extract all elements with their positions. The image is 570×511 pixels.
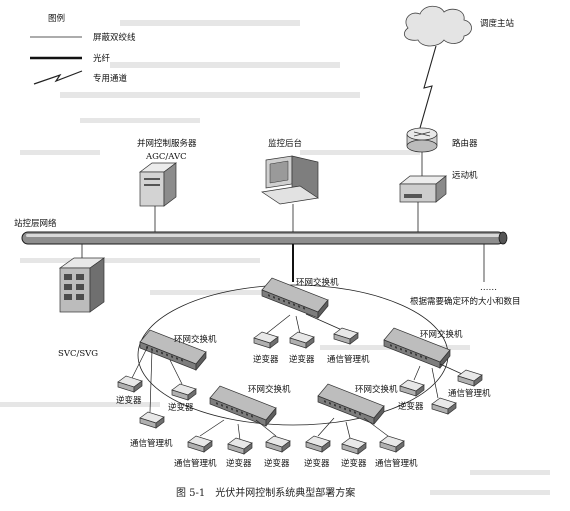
ring-switch-top-label: 环网交换机 [296,277,339,288]
ring-switch-bottom-right-label: 环网交换机 [355,384,398,395]
inverter-icon [341,437,367,455]
legend-title: 图例 [48,13,65,24]
agc-server-label-line1: 并网控制服务器 [137,138,197,149]
monitor-label: 监控后台 [268,138,302,149]
inverter-label: 逆变器 [264,458,290,469]
inverter-icon [265,435,291,453]
comm-manager-label: 通信管理机 [130,438,173,449]
svc-cabinet-icon [58,257,106,313]
inverter-icon [305,435,331,453]
agc-server-label-line2: AGC/AVC [145,152,187,162]
ring-switch-right-label: 环网交换机 [420,329,463,340]
dispatch-station-label: 调度主站 [480,18,515,29]
inverter-label: 逆变器 [304,458,330,469]
legend-twisted-pair-label: 屏蔽双绞线 [93,32,136,43]
legend: 图例 屏蔽双绞线 光纤 专用通道 [30,13,136,85]
comm-manager-label: 通信管理机 [174,458,217,469]
ellipsis-label: …… [480,283,497,293]
inverter-icon [117,375,143,393]
router-label: 路由器 [452,138,478,149]
comm-manager-label: 通信管理机 [448,388,491,399]
telecontrol-label: 远动机 [452,170,478,181]
comm-manager-icon [187,435,213,453]
inverter-label: 逆变器 [341,458,367,469]
station-network-bus [21,231,508,245]
comm-manager-label: 通信管理机 [375,458,418,469]
comm-manager-icon [457,369,483,387]
inverter-label: 逆变器 [398,401,424,412]
ring-switch-left-label: 环网交换机 [174,334,217,345]
cloud-icon [404,5,472,47]
lightning-icon [33,70,83,85]
legend-dedicated-channel-label: 专用通道 [93,73,128,84]
inverter-label: 逆变器 [116,395,142,406]
inverter-icon [253,331,279,349]
figure-caption: 图 5-1 光伏并网控制系统典型部署方案 [176,486,355,499]
comm-manager-icon [379,435,405,453]
comm-manager-label: 通信管理机 [327,354,370,365]
inverter-icon [171,383,197,401]
dedicated-channel-lightning-icon [419,45,437,129]
inverter-label: 逆变器 [253,354,279,365]
ring-switch-bottom-left-label: 环网交换机 [248,384,291,395]
inverter-label: 逆变器 [226,458,252,469]
router-icon [406,127,438,153]
workstation-icon [261,155,319,205]
station-network-label: 站控层网络 [14,218,57,229]
inverter-icon [399,379,425,397]
inverter-icon [227,437,253,455]
server-icon [138,162,178,207]
ring-note-label: 根据需要确定环的大小和数目 [410,296,521,307]
legend-fiber-label: 光纤 [93,53,111,64]
svc-label: SVC/SVG [58,349,98,359]
inverter-label: 逆变器 [168,402,194,413]
comm-manager-icon [139,411,165,429]
inverter-icon [289,331,315,349]
comm-manager-icon [333,327,359,345]
inverter-icon [431,397,457,415]
twisted-pair-links [131,313,463,441]
inverter-label: 逆变器 [289,354,315,365]
telecontrol-unit-icon [399,175,447,203]
